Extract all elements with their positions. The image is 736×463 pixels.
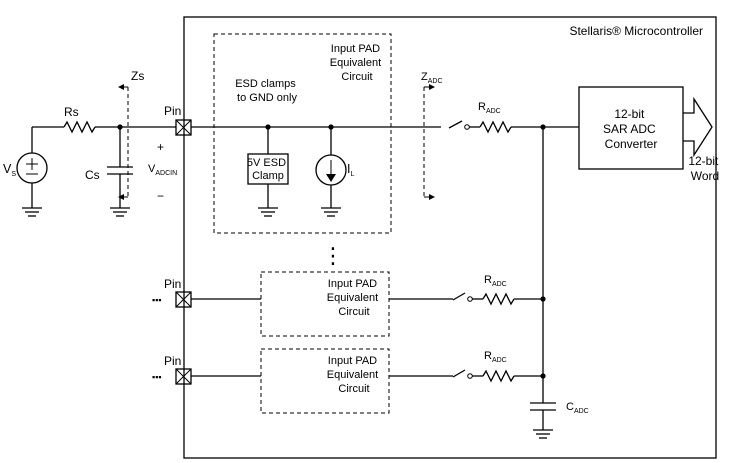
cadc-label: CADC xyxy=(566,401,589,415)
pad-3-title: Input PAD Equivalent Circuit xyxy=(327,355,381,395)
junction-node xyxy=(540,373,546,379)
input-pad-box-2 xyxy=(260,271,390,337)
radc-2-label: RADC xyxy=(484,274,507,288)
pin-3: Pin ▪▪▪ xyxy=(152,354,192,385)
capacitor-cadc: CADC xyxy=(530,401,589,439)
sampling-switch-1 xyxy=(448,120,470,130)
zadc-boundary: ZADC xyxy=(421,71,443,200)
svg-text:VS: VS xyxy=(3,162,16,178)
pin-3-dots: ▪▪▪ xyxy=(152,372,162,382)
input-pad-box-1 xyxy=(213,33,392,234)
microcontroller-boundary xyxy=(183,16,717,459)
svg-text:5V ESD Clamp: 5V ESD Clamp xyxy=(247,157,289,182)
microcontroller-title: Stellaris® Microcontroller xyxy=(569,24,703,38)
minus-sign: − xyxy=(157,189,164,203)
sar-adc-converter xyxy=(578,86,684,170)
pin-3-label: Pin xyxy=(164,354,181,368)
output-label: 12-bit Word xyxy=(688,154,721,183)
rs-label: Rs xyxy=(64,105,79,119)
input-pad-box-3 xyxy=(260,348,390,414)
resistor-radc-2: RADC xyxy=(472,274,515,306)
pin-2-label: Pin xyxy=(164,277,181,291)
resistor-radc-3: RADC xyxy=(472,350,515,383)
esd-clamp: 5V ESD Clamp xyxy=(247,127,289,217)
pin-1: Pin xyxy=(164,104,192,136)
output-arrow xyxy=(683,96,713,158)
plus-sign: + xyxy=(157,140,164,154)
pin-2: Pin ▪▪▪ xyxy=(152,277,192,308)
continuation-dots: ⋮ xyxy=(322,243,344,268)
resistor-rs: Rs xyxy=(63,105,96,134)
cs-label: Cs xyxy=(85,168,100,182)
zs-boundary: Zs xyxy=(118,69,144,200)
pin-1-label: Pin xyxy=(164,104,181,118)
radc-1-label: RADC xyxy=(478,101,501,115)
pad-2-title: Input PAD Equivalent Circuit xyxy=(327,278,381,318)
pad-1-title: Input PAD Equivalent Circuit xyxy=(330,43,384,83)
sampling-switch-2 xyxy=(452,292,473,302)
capacitor-cs: Cs xyxy=(85,127,133,217)
radc-3-label: RADC xyxy=(484,350,507,364)
pin-2-dots: ▪▪▪ xyxy=(152,295,162,305)
svg-text:IL: IL xyxy=(347,162,354,178)
zadc-label: ZADC xyxy=(421,71,443,85)
junction-node xyxy=(540,296,546,302)
resistor-radc-1: RADC xyxy=(469,101,512,134)
voltage-source: VS xyxy=(3,127,48,217)
esd-note: ESD clamps to GND only xyxy=(235,78,299,104)
sampling-switch-3 xyxy=(452,369,473,379)
vadcin-label: VADCIN xyxy=(148,163,177,177)
leakage-current-source: IL xyxy=(315,127,354,217)
zs-label: Zs xyxy=(131,69,144,83)
converter-label: 12-bit SAR ADC Converter xyxy=(603,107,659,151)
